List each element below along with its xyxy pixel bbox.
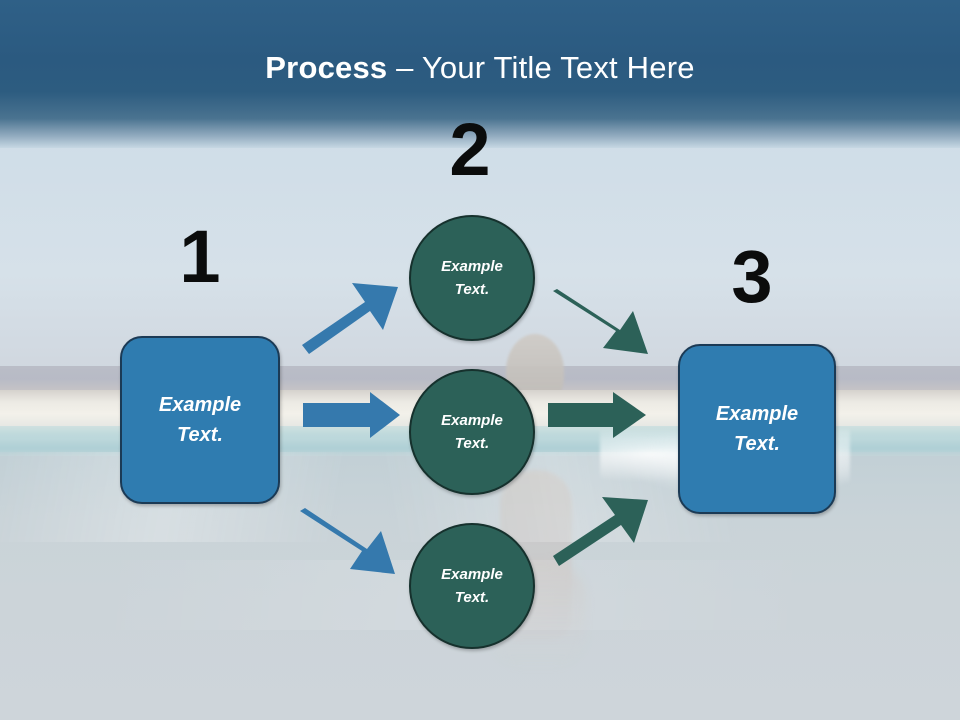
step-2-circle-bottom[interactable]: Example Text. [409,523,535,649]
step-number-2: 2 [449,108,491,191]
step-number-1: 1 [179,215,221,298]
step-1-box-label: Example Text. [159,390,241,450]
step-2-circle-bottom-label-line2: Text. [454,589,490,606]
step-2-circle-top-label: Example Text. [441,255,503,302]
teal-arrow-straight-icon [548,392,646,438]
step-3-box-label: Example Text. [716,399,798,459]
step-2-circle-middle-label-line2: Text. [454,435,490,452]
step-2-circle-middle-label: Example Text. [441,409,503,456]
step-2-circle-bottom-label: Example Text. [441,563,503,610]
blue-arrow-straight-icon [303,392,400,438]
step-2-circle-top-label-line2: Text. [454,281,490,298]
step-3-box-label-line1: Example [715,403,799,425]
page-title-separator: – [387,50,422,85]
step-3-box[interactable]: Example Text. [678,344,836,514]
step-3-box-label-line2: Text. [734,433,780,455]
step-number-3: 3 [731,235,773,318]
teal-arrow-up-icon [553,497,648,566]
step-2-circle-top[interactable]: Example Text. [409,215,535,341]
page-title-rest: Your Title Text Here [421,50,695,85]
step-1-box-label-line2: Text. [177,424,223,446]
step-2-circle-middle-label-line1: Example [441,411,503,429]
page-title-bold: Process [265,50,388,85]
step-1-box[interactable]: Example Text. [120,336,280,504]
step-2-circle-top-label-line1: Example [441,257,503,275]
step-2-circle-middle[interactable]: Example Text. [409,369,535,495]
header-band [0,0,960,148]
step-2-circle-bottom-label-line1: Example [441,565,503,583]
step-1-box-label-line1: Example [158,394,242,416]
teal-arrow-down-icon [553,289,648,354]
blue-arrow-up-icon [302,283,398,354]
blue-arrow-down-icon [300,508,395,574]
page-title: Process – Your Title Text Here [0,50,960,86]
